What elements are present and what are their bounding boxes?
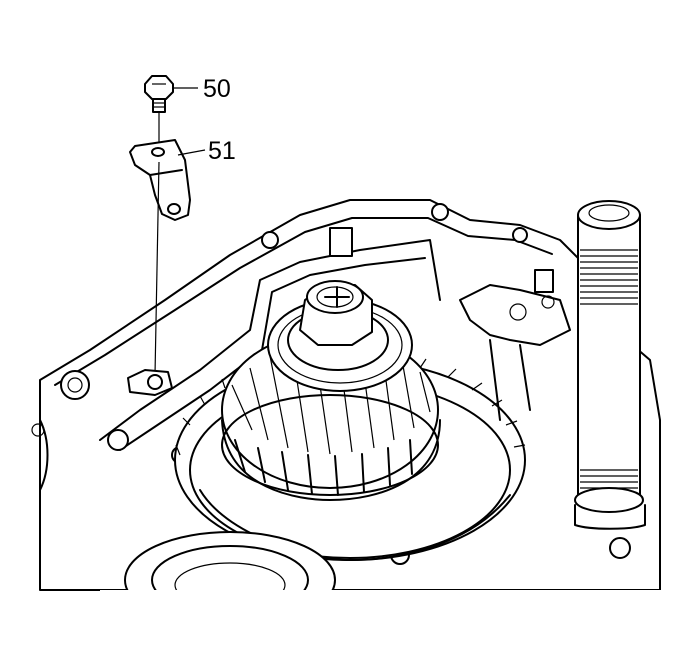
synchro-nut-assembly <box>267 280 413 392</box>
lower-bearing <box>100 531 680 667</box>
bracket <box>129 139 191 221</box>
callout-50: 50 <box>203 75 231 103</box>
shift-fork <box>329 227 571 421</box>
leader-lines <box>154 87 206 376</box>
callout-51: 51 <box>208 137 236 165</box>
bolt <box>144 75 174 113</box>
bracket-mount-hole <box>127 369 173 396</box>
main-shaft <box>574 200 646 530</box>
